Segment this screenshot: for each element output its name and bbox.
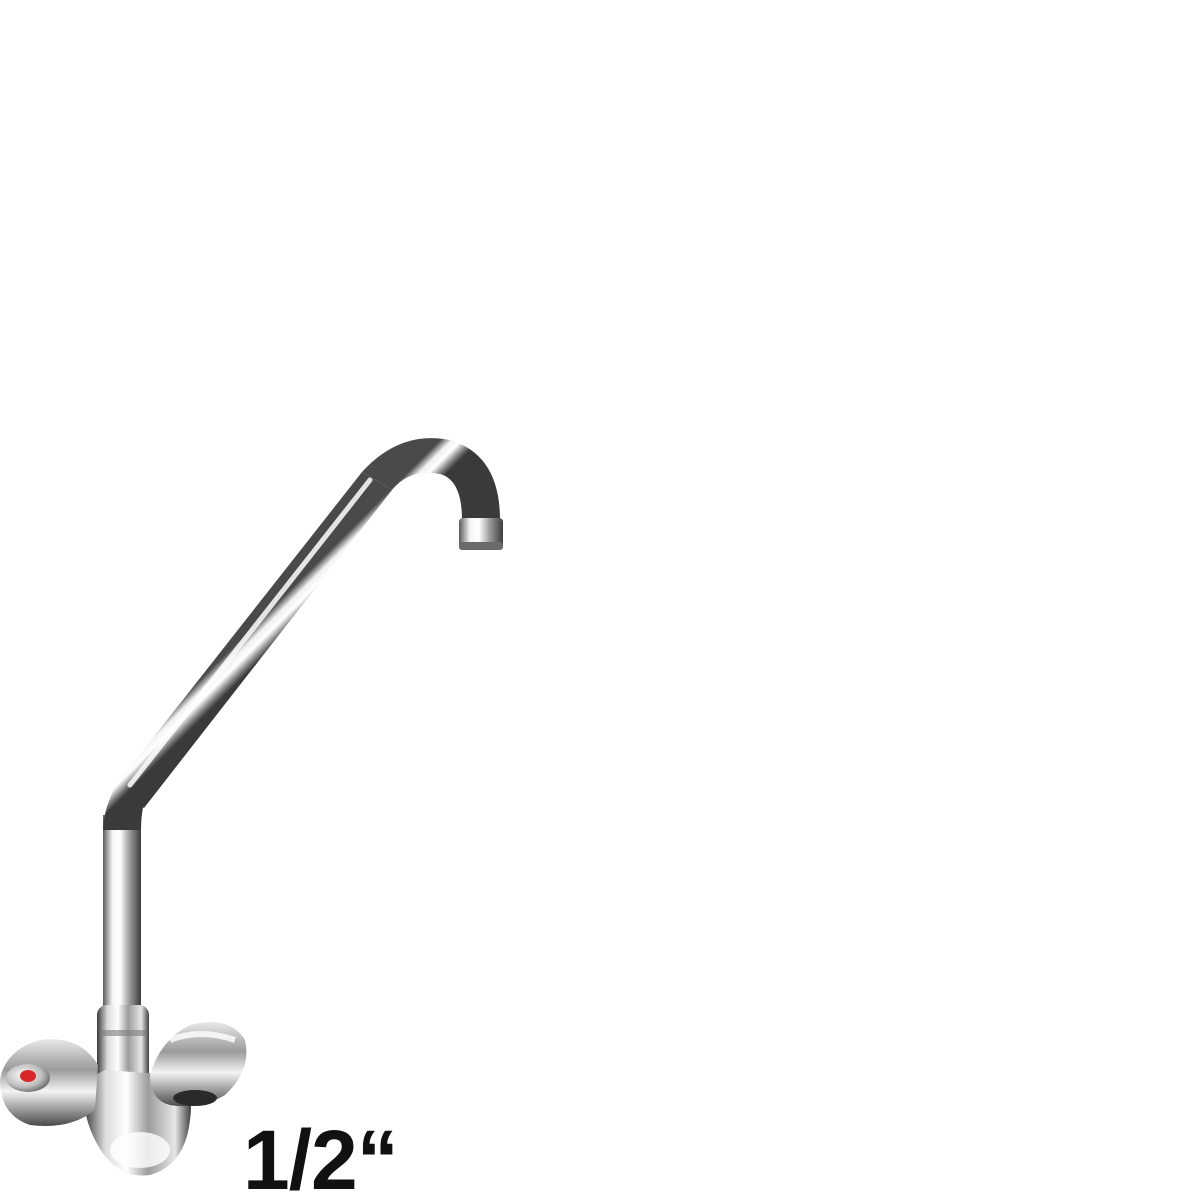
hot-water-handle-icon (0, 1039, 98, 1126)
faucet-spout (103, 438, 503, 1015)
cold-handle-ring (173, 1090, 217, 1106)
aerator-tip (459, 518, 503, 548)
base-highlight (110, 1132, 170, 1168)
cold-handle-highlight (168, 1031, 236, 1043)
body-collar (97, 1005, 149, 1085)
hot-indicator-dot (20, 1070, 36, 1082)
hot-handle-lever (0, 1039, 98, 1126)
aerator-ring (459, 542, 503, 550)
connection-size-label: 1/2“ (243, 1113, 399, 1200)
spout-arm (112, 472, 392, 808)
spout-riser (103, 815, 141, 1015)
spout-highlight (127, 477, 373, 788)
cold-water-handle-icon (150, 1022, 247, 1107)
collar-band (100, 1030, 146, 1036)
cold-handle-lever (150, 1022, 247, 1107)
spout-gooseneck (362, 438, 500, 520)
